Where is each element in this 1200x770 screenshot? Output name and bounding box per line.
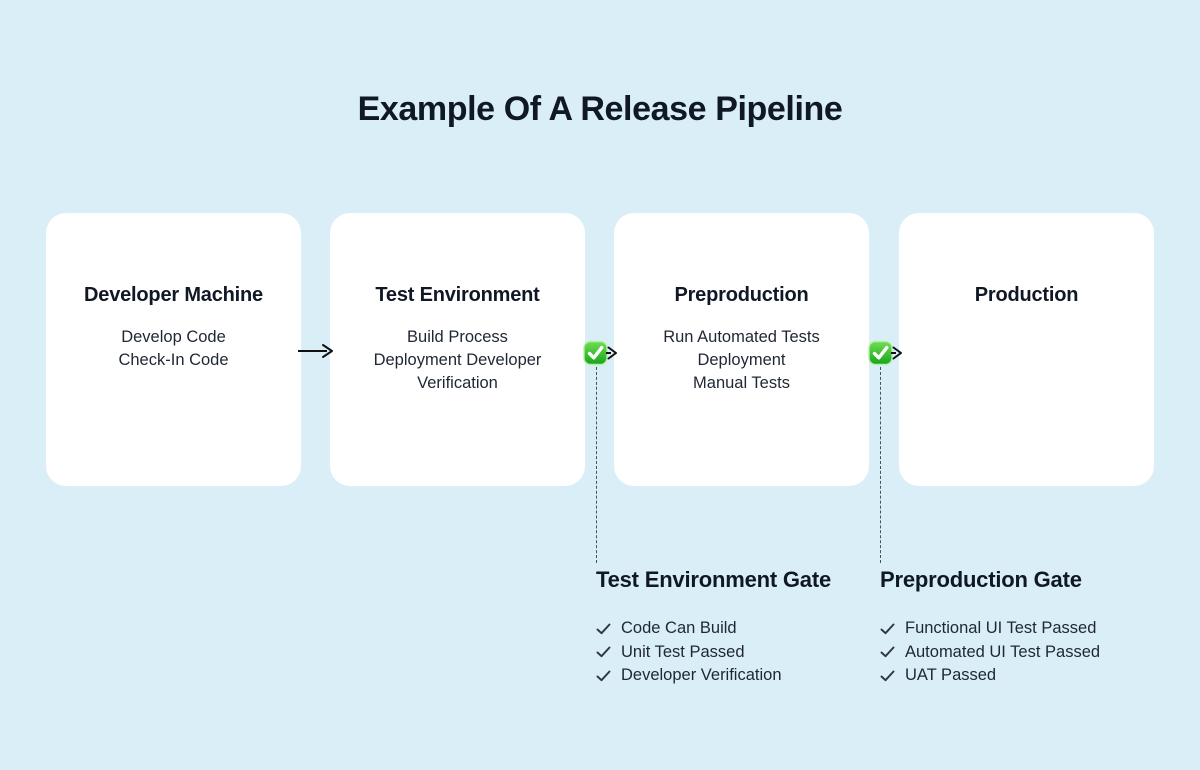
step-line: Deployment Developer (373, 351, 542, 369)
green-check-badge-icon (868, 340, 904, 371)
gate-criterion: UAT Passed (880, 664, 1160, 688)
step-line: Develop Code (121, 328, 226, 346)
stage-card-preproduction: Preproduction Run Automated Tests Deploy… (614, 213, 869, 486)
stage-title: Developer Machine (84, 284, 263, 306)
check-icon (596, 646, 611, 658)
gate-criterion: Code Can Build (596, 617, 876, 641)
step-line: Check-In Code (118, 351, 229, 369)
gate-criterion-label: Unit Test Passed (621, 642, 745, 661)
check-icon (880, 623, 895, 635)
step-line: Build Process (407, 328, 508, 346)
gate-criterion-label: Code Can Build (621, 619, 737, 637)
gate-test-environment: Test Environment Gate Code Can Build Uni… (596, 566, 876, 688)
stage-steps: Run Automated Tests Deployment Manual Te… (614, 326, 869, 395)
gate-criterion: Functional UI Test Passed (880, 617, 1160, 641)
page-title: Example Of A Release Pipeline (357, 90, 843, 128)
stage-steps: Build Process Deployment Developer Verif… (330, 326, 585, 395)
check-icon (596, 623, 611, 635)
step-line: Deployment (697, 351, 786, 369)
step-line: Manual Tests (693, 374, 790, 392)
gate-criterion-label: Functional UI Test Passed (905, 619, 1097, 637)
dashed-connector-line (596, 367, 597, 563)
stage-card-test-environment: Test Environment Build Process Deploymen… (330, 213, 585, 486)
green-check-badge-icon (583, 340, 619, 371)
gate-criterion: Developer Verification (596, 664, 876, 688)
gate-title: Test Environment Gate (596, 567, 831, 592)
stage-title: Preproduction (674, 284, 809, 306)
stage-steps: Develop Code Check-In Code (46, 326, 301, 372)
stage-card-developer-machine: Developer Machine Develop Code Check-In … (46, 213, 301, 486)
stage-title: Test Environment (375, 284, 540, 306)
gate-criterion-label: Automated UI Test Passed (905, 642, 1101, 661)
gate-preproduction: Preproduction Gate Functional UI Test Pa… (880, 566, 1160, 688)
check-icon (880, 670, 895, 682)
check-icon (880, 646, 895, 658)
gate-criterion-label: Developer Verification (621, 666, 782, 684)
stage-title: Production (974, 284, 1079, 306)
step-line: Verification (417, 374, 498, 392)
gate-title: Preproduction Gate (880, 567, 1082, 592)
stage-card-production: Production (899, 213, 1154, 486)
gate-criterion: Automated UI Test Passed (880, 641, 1160, 665)
dashed-connector-line (880, 367, 881, 563)
check-icon (596, 670, 611, 682)
arrow-right-icon (296, 342, 336, 365)
gate-criterion: Unit Test Passed (596, 641, 876, 665)
gate-criterion-label: UAT Passed (905, 666, 997, 684)
step-line: Run Automated Tests (663, 328, 820, 346)
